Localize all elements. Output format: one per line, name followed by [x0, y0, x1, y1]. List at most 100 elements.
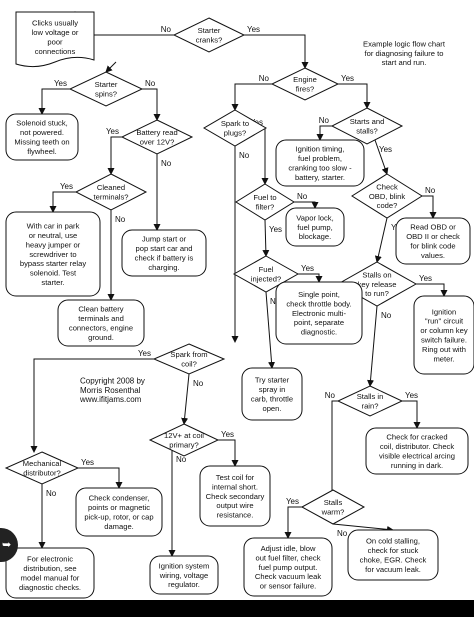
node-text-line: start and run.	[382, 58, 427, 67]
node-text-line: screwdriver to	[29, 250, 76, 259]
node-text-line: distribution, see	[23, 564, 76, 573]
edge-label: No	[46, 489, 57, 498]
node-shape	[75, 487, 163, 537]
node-text-line: With car in park	[27, 222, 80, 231]
node-text-line: connectors, engine	[69, 324, 133, 333]
share-icon[interactable]: ➥	[0, 528, 18, 562]
node-text-line: Morris Rosenthal	[80, 386, 141, 395]
node-text-line: Solenoid stuck,	[16, 119, 68, 128]
node-text-line: Single point,	[298, 290, 340, 299]
node-single-point: Single point,check throttle body.Electro…	[275, 281, 363, 345]
node-text-line: key release	[358, 280, 397, 289]
node-shape	[199, 465, 271, 527]
node-text-line: switch failure.	[421, 336, 467, 345]
edge-label: Yes	[138, 349, 151, 358]
node-text-line: point, separate	[294, 318, 344, 327]
node-text-line: resistance.	[217, 511, 254, 520]
node-text-line: meter.	[433, 354, 454, 363]
node-text-line: Check for cracked	[386, 433, 447, 442]
node-text-line: Ignition system	[159, 561, 210, 570]
edge-label: Yes	[247, 25, 260, 34]
node-text-line: Check secondary	[206, 492, 265, 501]
node-text-line: OBD II or check	[406, 232, 460, 241]
node-shape	[5, 211, 101, 297]
node-text-line: code?	[377, 201, 398, 210]
node-shape	[68, 71, 144, 107]
node-text-line: Spark from	[170, 350, 207, 359]
edge-cleaned-terminals-to-car-in-park	[49, 191, 76, 213]
edge-starter-cranks-to-engine-fires	[244, 34, 309, 69]
node-text-line: 12V+ at coil	[164, 431, 204, 440]
node-text-line: check for stuck	[368, 546, 419, 555]
node-text-line: Adjust idle, blow	[261, 544, 316, 553]
edge-label: Yes	[106, 127, 119, 136]
node-text-line: diagnostic checks.	[19, 583, 81, 592]
flowchart-canvas: NoYesYesNoNoYesYesNoYesNoYesNoNoYesNoYes…	[0, 0, 474, 600]
edge-label: Yes	[269, 225, 282, 234]
edge-label: Yes	[286, 497, 299, 506]
node-shape	[347, 529, 439, 581]
node-shape	[270, 67, 340, 101]
node-text-line: Fuel	[259, 265, 274, 274]
node-shape	[351, 173, 423, 219]
node-text-line: Spark to	[221, 119, 249, 128]
node-text-line: solenoid. Test	[30, 269, 77, 278]
node-text-line: battery, starter.	[295, 173, 345, 182]
node-text-line: Test coil for	[216, 473, 255, 482]
edge-label: No	[145, 79, 156, 88]
edge-label: Yes	[81, 458, 94, 467]
edge-spark-plugs-to-fuel-filter	[261, 127, 269, 185]
node-text-line: injected?	[251, 275, 281, 284]
edge-mech-dist-to-check-condenser	[78, 467, 123, 489]
node-text-line: or neutral, use	[29, 231, 78, 240]
node-text-line: Battery read	[136, 128, 177, 137]
node-text-line: Jump start or	[142, 235, 187, 244]
node-text-line: Clean battery	[78, 305, 123, 314]
node-text-line: Check	[376, 182, 398, 191]
node-text-line: not powered.	[20, 128, 64, 137]
node-text-line: over 12V?	[140, 138, 175, 147]
edge-label: No	[297, 192, 308, 201]
node-text-line: Stalls	[324, 498, 343, 507]
node-text-line: Cleaned	[97, 183, 125, 192]
edge-engine-fires-to-spark-plugs	[231, 83, 272, 111]
node-vapor-lock: Vapor lock,fuel pump,blockage.	[285, 207, 345, 247]
edge-battery-read-to-cleaned-terminals	[107, 136, 122, 175]
node-text-line: blockage.	[299, 232, 332, 241]
node-text-line: visible electrical arcing	[379, 452, 455, 461]
node-text-line: output wire	[216, 501, 253, 510]
node-shape	[330, 107, 404, 145]
node-shape	[172, 17, 246, 53]
edge-label: No	[193, 379, 204, 388]
node-text-line: internal short.	[212, 482, 258, 491]
node-text-line: diagnostic.	[301, 328, 337, 337]
node-text-line: distributor?	[23, 469, 61, 478]
edge-stalls-warm-to-adjust-idle	[284, 506, 302, 539]
node-text-line: fuel pump output.	[259, 563, 318, 572]
edge-label: No	[259, 74, 270, 83]
node-text-line: pick-up, rotor, or cap	[84, 513, 153, 522]
flowchart: NoYesYesNoNoYesYesNoYesNoYesNoNoYesNoYes…	[4, 11, 474, 599]
edge-label: No	[325, 391, 336, 400]
node-text-line: ground.	[88, 333, 114, 342]
edge-engine-fires-to-starts-stalls	[338, 83, 371, 109]
node-text-line: open.	[262, 404, 281, 413]
node-text-line: stalls?	[356, 127, 378, 136]
node-shape	[275, 139, 365, 187]
node-text-line: Mechanical	[23, 459, 62, 468]
node-text-line: terminals and	[78, 314, 124, 323]
node-shape	[149, 555, 219, 595]
edge-label: No	[319, 116, 330, 125]
node-shape	[275, 281, 363, 345]
node-text-line: "run" circuit	[425, 317, 464, 326]
edge-clicks-to-starter-spins	[105, 61, 117, 73]
edge-label: Yes	[60, 182, 73, 191]
